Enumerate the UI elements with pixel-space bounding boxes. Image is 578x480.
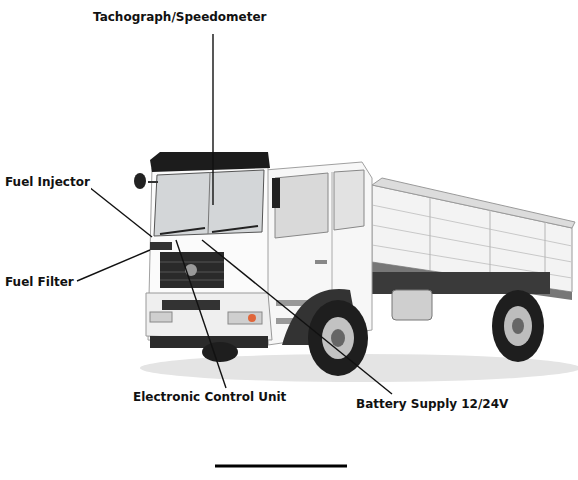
fuel-tank	[392, 290, 432, 320]
leader-line	[212, 34, 213, 205]
leader-line	[89, 187, 152, 237]
leader-lines	[77, 34, 392, 394]
callout-label: Electronic Control Unit	[132, 390, 287, 405]
rule-line	[215, 465, 347, 468]
leader-line	[77, 250, 150, 281]
callout-label: Tachograph/Speedometer	[92, 10, 268, 25]
leader-line	[202, 240, 392, 394]
callout-label: Fuel Filter	[4, 275, 75, 290]
rear-wheel	[492, 290, 544, 362]
front-wheel	[202, 289, 368, 376]
callout-label: Fuel Injector	[4, 175, 91, 190]
callout-label: Battery Supply 12/24V	[355, 397, 509, 412]
leader-line	[176, 240, 226, 388]
side-mirror	[134, 173, 280, 208]
